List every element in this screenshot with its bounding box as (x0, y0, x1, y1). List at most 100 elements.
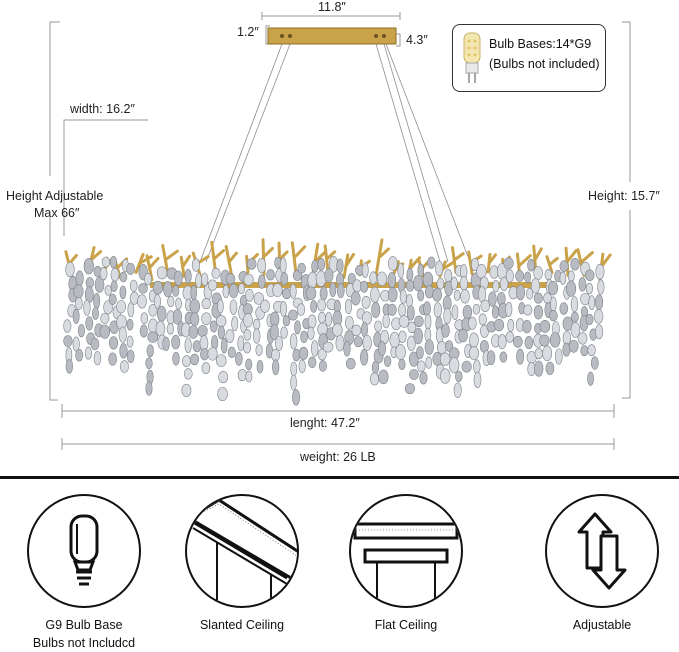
crystal (595, 324, 604, 340)
crystal (398, 330, 407, 343)
crystal (246, 258, 257, 270)
crystal (451, 304, 459, 320)
crystal (181, 383, 192, 397)
crystal (75, 348, 84, 362)
crystal (235, 352, 243, 366)
crystal (548, 280, 559, 296)
crystal (549, 332, 561, 348)
crystal (72, 336, 80, 352)
crystal (407, 321, 417, 334)
crystal (387, 256, 398, 271)
feature-circle (545, 494, 659, 608)
crystal (524, 271, 531, 284)
crystal (527, 258, 535, 272)
crystal (322, 341, 334, 353)
crystal (307, 314, 317, 329)
bulbs-not-included-text: (Bulbs not included) (489, 57, 600, 71)
crystal (109, 336, 119, 350)
crystal (157, 305, 167, 322)
crystal (237, 369, 247, 382)
flat-ceiling-icon (353, 522, 459, 606)
crystal (534, 360, 544, 377)
canopy (267, 27, 397, 45)
crystal (94, 276, 105, 293)
crystal (524, 335, 534, 350)
crystal (282, 287, 292, 300)
crystal (126, 318, 134, 331)
crystal (207, 279, 218, 291)
crystal (152, 280, 163, 295)
crystal (435, 260, 444, 277)
crystal (360, 348, 369, 366)
crystal (471, 257, 479, 272)
max-height-label: Max 66″ (34, 206, 80, 220)
crystal (436, 277, 445, 290)
crystal (399, 289, 407, 304)
crystal (515, 270, 525, 282)
crystal (85, 316, 94, 331)
crystal (99, 267, 108, 281)
crystal (173, 270, 183, 286)
crystal (443, 307, 452, 325)
crystal (201, 362, 211, 374)
crystal (172, 351, 180, 366)
crystal (197, 325, 208, 338)
canopy-drop-label: 4.3″ (406, 33, 428, 47)
crystal (289, 283, 297, 299)
crystal (227, 346, 236, 358)
crystal (325, 311, 333, 327)
crystal (378, 341, 386, 357)
crystal (567, 270, 575, 282)
crystal (126, 349, 135, 364)
crystal (566, 280, 577, 297)
crystal (473, 359, 481, 374)
crystal (406, 305, 415, 321)
crystal (374, 320, 383, 332)
crystal (329, 282, 337, 298)
crystal (513, 335, 523, 348)
crystal (292, 348, 301, 362)
crystal (225, 329, 235, 343)
crystal (280, 272, 289, 286)
slanted-ceiling-icon (187, 498, 297, 606)
crystal (559, 260, 569, 272)
crystal (256, 359, 264, 374)
crystal (172, 285, 180, 297)
crystal (229, 299, 238, 315)
crystal (137, 294, 147, 309)
crystal (75, 270, 84, 287)
crystal (217, 386, 228, 402)
crystal (570, 311, 579, 323)
crystal (147, 331, 159, 343)
feature-label: Adjustable (572, 618, 632, 632)
crystal (539, 334, 550, 347)
crystal (544, 269, 553, 281)
crystal (352, 279, 362, 293)
crystal (297, 262, 306, 274)
crystal (119, 343, 128, 359)
branch (486, 252, 498, 274)
crystal (84, 346, 92, 360)
crystal (516, 284, 526, 301)
crystal (419, 371, 428, 385)
crystal (140, 312, 149, 325)
branch (342, 252, 355, 279)
crystal (488, 291, 497, 307)
crystal (175, 297, 182, 310)
crystal (311, 260, 319, 273)
crystal (343, 340, 351, 357)
crystal (478, 313, 487, 326)
feature-slanted-ceiling: Slanted Ceiling (172, 484, 312, 634)
height-adjustable-label: Height Adjustable (6, 189, 104, 203)
crystal (580, 345, 589, 357)
branch (374, 238, 391, 278)
crystal (258, 274, 266, 289)
crystal (279, 257, 287, 274)
crystal (245, 288, 254, 302)
crystal (417, 289, 425, 302)
crystal (588, 295, 596, 310)
crystal (462, 304, 473, 320)
crystal (153, 294, 161, 309)
bulb-bases-text: Bulb Bases:14*G9 (489, 37, 592, 51)
crystal (243, 341, 252, 354)
